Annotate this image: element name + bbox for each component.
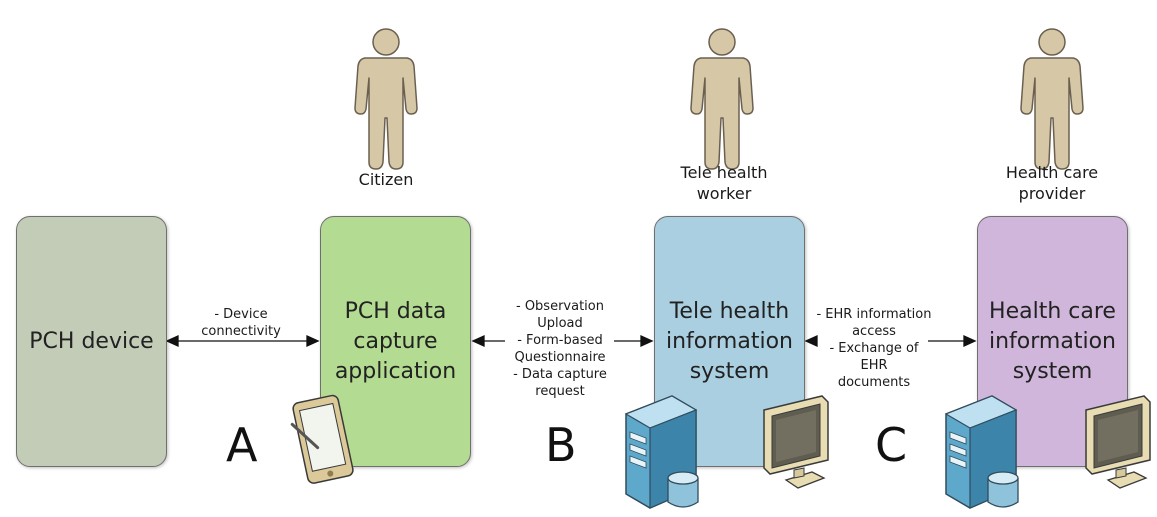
actor-citizen-label: Citizen <box>316 169 456 190</box>
actor-provider-label: Health care provider <box>982 162 1122 204</box>
actor-line: Citizen <box>358 170 414 189</box>
conn-line: Upload <box>537 316 583 331</box>
conn-line: documents <box>837 375 911 390</box>
database-icon <box>667 471 699 508</box>
actor-line: Tele health <box>680 163 768 182</box>
health-care-system-label: Health care information system <box>989 297 1116 387</box>
database-icon <box>987 471 1019 508</box>
pch-device-label: PCH device <box>29 328 154 354</box>
provider-line: information <box>989 328 1116 354</box>
connector-a-arrow <box>165 334 320 348</box>
capture-line: capture <box>353 328 438 354</box>
connector-b-label: - Observation Upload - Form-based Questi… <box>502 298 618 400</box>
conn-line: - Observation <box>516 299 604 314</box>
conn-line: access <box>852 324 896 339</box>
capture-line: PCH data <box>344 298 447 324</box>
conn-line: - Form-based <box>517 333 603 348</box>
interface-letter-a: A <box>226 418 258 472</box>
pch-device-box: PCH device <box>16 216 167 467</box>
tablet-icon <box>290 394 354 484</box>
monitor-icon <box>1085 395 1151 489</box>
connector-c-label: - EHR information access - Exchange of E… <box>815 306 933 391</box>
pch-capture-app-label: PCH data capture application <box>335 297 456 387</box>
conn-line: - Exchange of EHR <box>829 341 919 373</box>
actor-tele-worker-label: Tele health worker <box>654 162 794 204</box>
monitor-icon <box>763 395 829 489</box>
tele-line: information <box>666 328 793 354</box>
interface-letter-b: B <box>545 418 577 472</box>
conn-line: - Data capture <box>513 367 607 382</box>
tele-line: system <box>689 358 770 384</box>
connector-a-label: - Device connectivity <box>182 306 300 340</box>
actor-line: worker <box>696 184 752 203</box>
interface-letter-c: C <box>875 418 908 472</box>
provider-line: Health care <box>989 298 1116 324</box>
conn-line: connectivity <box>201 324 281 339</box>
conn-line: Questionnaire <box>514 350 606 365</box>
conn-line: - EHR information <box>816 307 932 322</box>
capture-line: application <box>334 358 457 384</box>
connector-b-arrow <box>471 334 654 348</box>
pch-capture-app-box: PCH data capture application <box>320 216 471 467</box>
actor-line: Health care <box>1005 163 1099 182</box>
tele-line: Tele health <box>669 298 790 324</box>
actor-line: provider <box>1018 184 1086 203</box>
tele-health-system-label: Tele health information system <box>666 297 793 387</box>
provider-line: system <box>1012 358 1093 384</box>
conn-line: - Device <box>214 307 268 322</box>
connector-c-arrow <box>804 334 977 348</box>
conn-line: request <box>535 384 585 399</box>
